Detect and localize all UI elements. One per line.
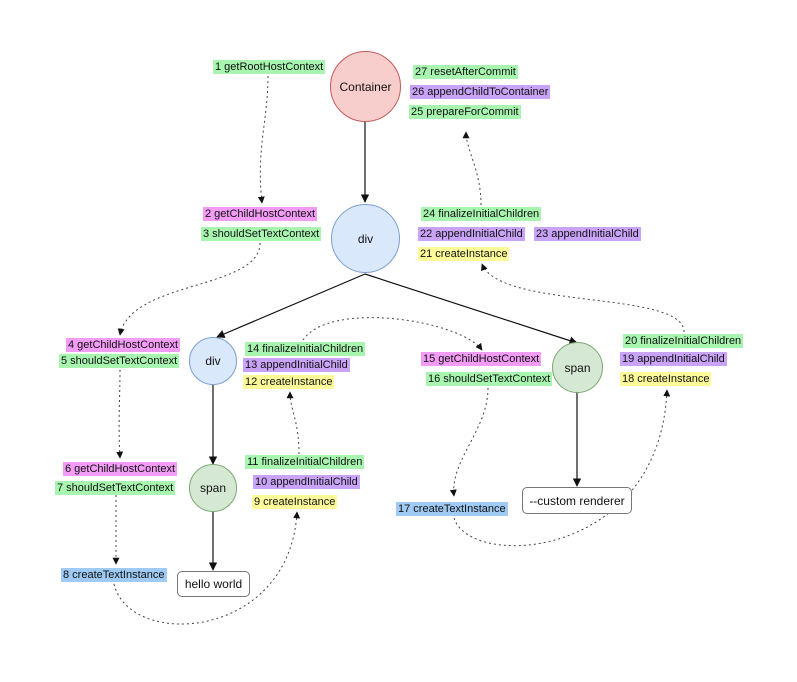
path-20-to-21 <box>481 263 685 333</box>
path-24-to-25 <box>462 131 482 206</box>
step-7: 7 shouldSetTextContext <box>55 481 176 495</box>
step-4: 4 getChildHostContext <box>66 338 181 352</box>
step-5: 5 shouldSetTextContext <box>59 354 180 368</box>
node-container: Container <box>330 51 401 122</box>
step-9: 9 createInstance <box>252 495 338 509</box>
edge-div-span <box>364 273 578 345</box>
leaf-hello-world-label: hello world <box>184 577 243 591</box>
path-8-to-9 <box>113 511 301 625</box>
node-span-left-label: span <box>199 481 227 495</box>
node-div-child: div <box>189 337 237 385</box>
step-6: 6 getChildHostContext <box>63 462 178 476</box>
step-13: 13 appendInitialChild <box>243 358 350 372</box>
leaf-hello-world: hello world <box>177 571 250 597</box>
node-span-right-label: span <box>564 360 591 375</box>
step-8: 8 createTextInstance <box>61 568 167 582</box>
path-16-to-17 <box>449 387 489 497</box>
node-div-root-label: div <box>357 231 374 246</box>
path-17-to-18 <box>453 389 671 547</box>
path-14-to-15 <box>302 317 483 351</box>
path-11-to-12 <box>286 391 300 455</box>
step-12: 12 createInstance <box>243 375 335 389</box>
step-22: 22 appendInitialChild <box>418 227 525 241</box>
step-16: 16 shouldSetTextContext <box>426 372 553 386</box>
step-21: 21 createInstance <box>418 247 510 261</box>
path-1-to-2 <box>257 75 269 204</box>
node-span-right: span <box>552 342 603 393</box>
path-5-to-6 <box>116 369 124 459</box>
step-27: 27 resetAfterCommit <box>413 65 518 79</box>
node-span-left: span <box>189 464 237 512</box>
step-1: 1 getRootHostContext <box>213 60 326 74</box>
step-24: 24 finalizeInitialChildren <box>421 207 542 221</box>
node-container-label: Container <box>339 79 392 94</box>
step-17: 17 createTextInstance <box>396 502 508 516</box>
leaf-custom-renderer-label: --custom renderer <box>529 493 625 508</box>
leaf-custom-renderer: --custom renderer <box>522 487 632 514</box>
step-14: 14 finalizeInitialChildren <box>245 342 366 356</box>
step-11: 11 finalizeInitialChildren <box>245 455 365 469</box>
step-3: 3 shouldSetTextContext <box>201 227 322 241</box>
step-15: 15 getChildHostContext <box>421 352 542 366</box>
step-23: 23 appendInitialChild <box>534 227 641 241</box>
step-2: 2 getChildHostContext <box>203 207 318 221</box>
step-19: 19 appendInitialChild <box>620 352 727 366</box>
edge-div-divchild <box>216 273 366 338</box>
step-26: 26 appendChildToContainer <box>410 85 551 99</box>
node-div-root: div <box>331 204 400 273</box>
step-20: 20 finalizeInitialChildren <box>623 334 744 348</box>
step-10: 10 appendInitialChild <box>253 475 360 489</box>
node-div-child-label: div <box>205 354 221 368</box>
step-18: 18 createInstance <box>620 372 712 386</box>
path-3-to-4 <box>117 242 261 336</box>
step-25: 25 prepareForCommit <box>409 105 521 119</box>
